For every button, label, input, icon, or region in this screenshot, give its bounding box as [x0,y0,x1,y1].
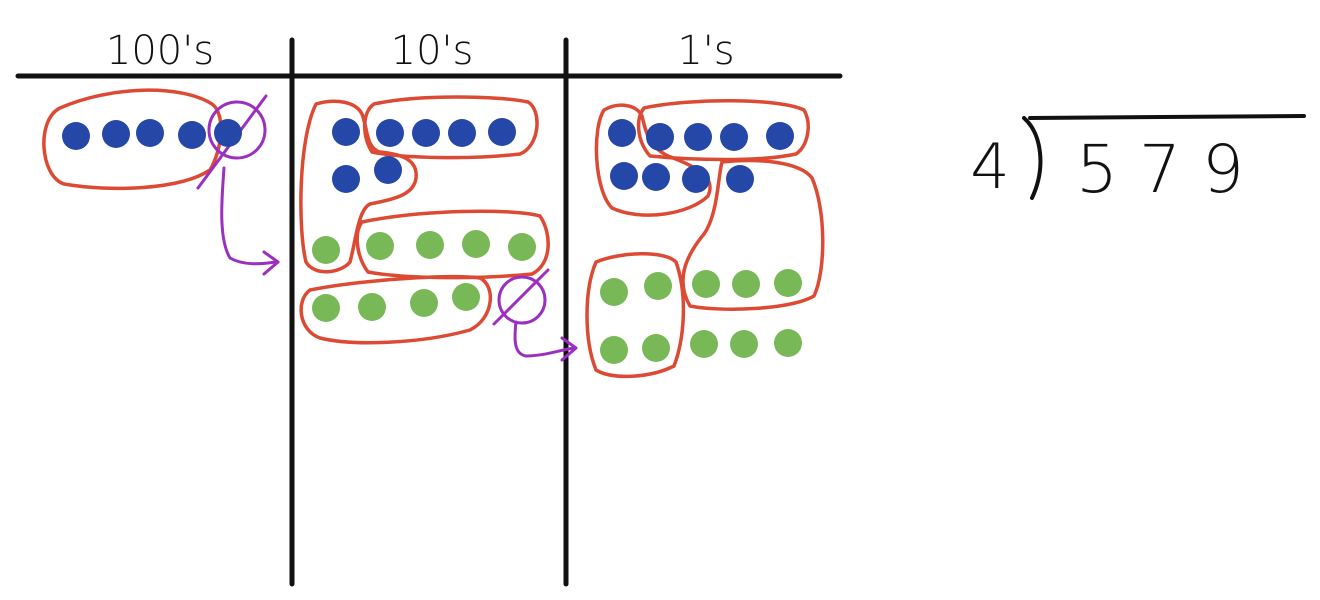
ones-blue-dot [726,165,754,193]
regroup-circle-hundreds [207,100,267,160]
hundreds-blue-dot [62,122,90,150]
hundreds-blue-dot [178,121,206,149]
tens-green-dot [366,232,394,260]
ones-blue-dot [642,163,670,191]
hundreds-blue-dot [102,120,130,148]
ones-blue-left-loop [594,103,712,217]
tens-blue-dot [332,165,360,193]
division-bar [1028,114,1306,120]
hundreds-blue-dot [214,119,242,147]
place-value-grid [15,37,843,587]
tens-blue-dot [376,119,404,147]
tens-green-dot [452,283,480,311]
arrow-head-ones [560,336,578,362]
ones-right-group-loop [681,158,825,311]
regroup-circle-tens [497,275,547,325]
ones-green-dot [600,336,628,364]
tens-blue-dot [448,119,476,147]
ones-blue-dot [766,122,794,150]
dividend: 5 7 9 [1076,131,1244,208]
ones-green-dot [690,330,718,358]
tens-green-dot [358,293,386,321]
tens-blue-dot [412,119,440,147]
tens-blue-row-loop [363,95,539,160]
ones-green-dot [644,272,672,300]
tens-lower-green-loop [299,274,493,345]
ones-green-dot [732,270,760,298]
tens-green-dot [312,236,340,264]
division-bracket [1022,116,1043,200]
divisor: 4 [970,130,1009,203]
tens-blue-dot [332,118,360,146]
regroup-arrow-to-tens [220,166,278,266]
ones-green-dot [692,270,720,298]
header-hundreds: 100's [106,28,214,74]
tens-green-dot [508,233,536,261]
tens-green-dot [410,289,438,317]
tens-blue-dot [488,118,516,146]
arrow-head-tens [262,250,280,276]
ones-blue-dot [682,165,710,193]
hundreds-blue-dot [136,119,164,147]
tens-green-dot [312,294,340,322]
group-loops [42,88,825,379]
ones-blue-dot [608,119,636,147]
ones-green-dot [730,330,758,358]
header-ones: 1's [677,28,734,74]
ones-green-dot [774,329,802,357]
ones-blue-dot [720,123,748,151]
ones-green-dot [774,269,802,297]
regroup-arrow-to-ones [513,320,576,358]
tens-green-dot [462,230,490,258]
dots-layer [62,118,802,364]
ones-green-dot [600,278,628,306]
tens-green-dot [416,231,444,259]
ones-blue-dot [684,123,712,151]
ones-blue-row-loop [636,98,810,162]
ones-blue-dot [646,123,674,151]
ones-green-left-loop [585,252,686,379]
tens-blue-dot [374,156,402,184]
tens-green-row-loop [355,209,550,280]
cross-out-tens [492,268,550,326]
ones-green-dot [642,334,670,362]
ones-blue-dot [610,162,638,190]
header-tens: 10's [391,28,474,74]
